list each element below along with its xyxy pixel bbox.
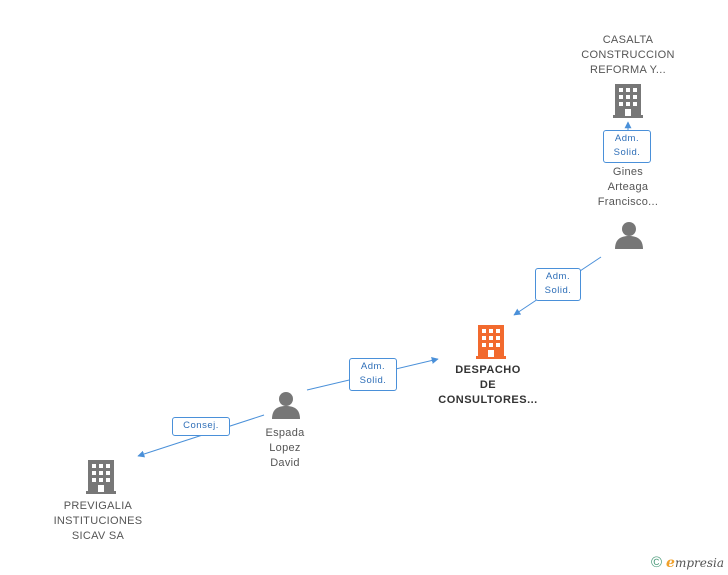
relation-label-adm-solid: Adm. Solid.	[535, 268, 581, 301]
node-casalta-label: CASALTA CONSTRUCCION REFORMA Y...	[581, 34, 675, 76]
person-icon	[615, 222, 643, 249]
person-icon	[272, 392, 300, 419]
relation-label-adm-solid: Adm. Solid.	[349, 358, 397, 391]
node-previgalia[interactable]: PREVIGALIA INSTITUCIONES SICAV SA	[38, 499, 158, 544]
node-previgalia-label: PREVIGALIA INSTITUCIONES SICAV SA	[53, 500, 143, 542]
node-espada[interactable]: Espada Lopez David	[240, 426, 330, 471]
node-despacho-label: DESPACHO DE CONSULTORES...	[438, 364, 538, 406]
node-casalta[interactable]: CASALTA CONSTRUCCION REFORMA Y...	[568, 33, 688, 78]
footer-brand: © empresia	[651, 554, 724, 571]
building-icon	[86, 460, 116, 494]
node-espada-label: Espada Lopez David	[265, 427, 305, 469]
relation-label-adm-solid: Adm. Solid.	[603, 130, 651, 163]
node-gines-label: Gines Arteaga Francisco...	[597, 166, 659, 208]
copyright-icon: ©	[650, 554, 663, 571]
building-icon	[613, 84, 643, 118]
brand-logo: empresia	[666, 554, 724, 571]
node-gines[interactable]: Gines Arteaga Francisco...	[578, 165, 678, 210]
building-icon-main	[476, 325, 506, 359]
relation-label-consej: Consej.	[172, 417, 230, 436]
node-despacho[interactable]: DESPACHO DE CONSULTORES...	[418, 363, 558, 408]
